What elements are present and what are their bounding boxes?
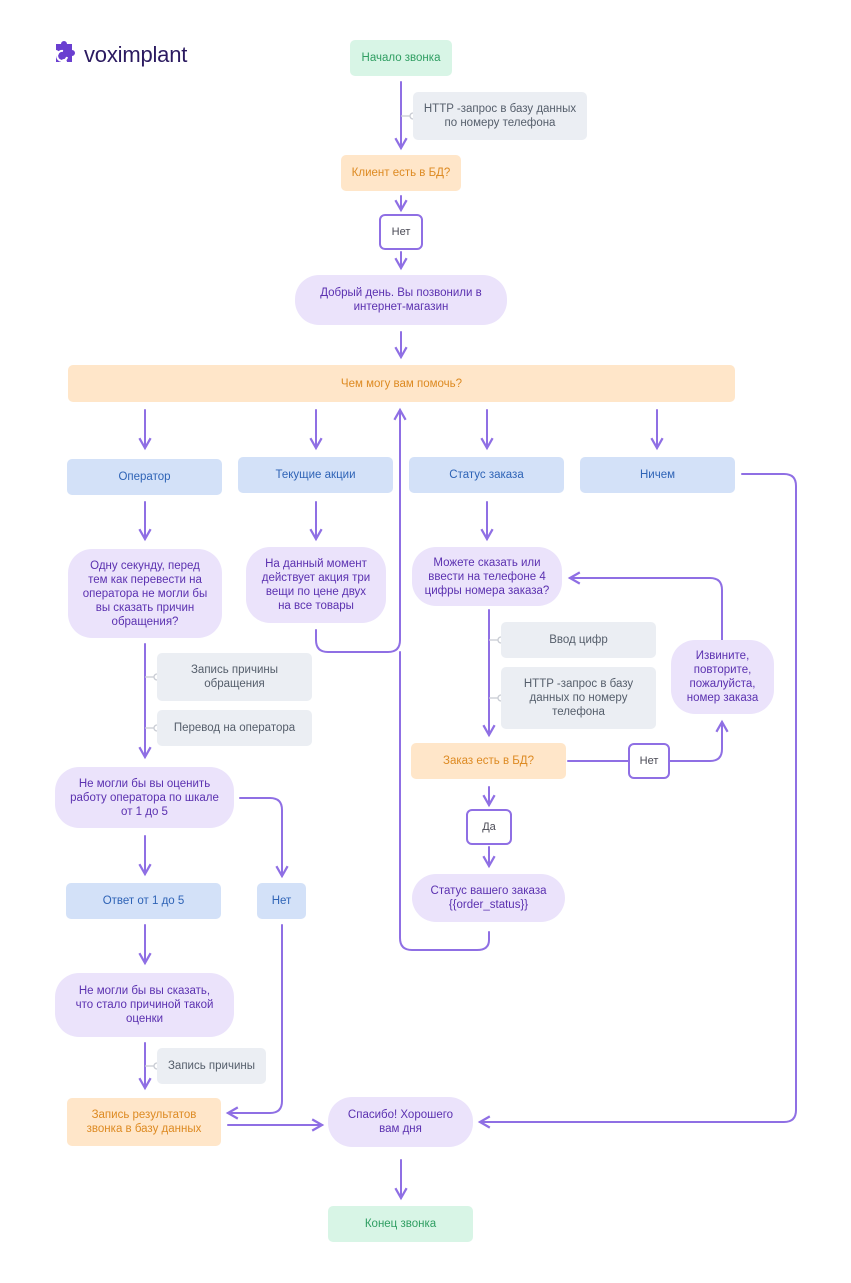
- no-label-2: Нет: [628, 743, 670, 779]
- no-answer: Нет: [257, 883, 306, 919]
- brand-name: voximplant: [84, 42, 188, 67]
- arrow-nothing-to-thanks: [477, 473, 797, 1129]
- say-digits-speech: Можете сказать или ввести на телефоне 4 …: [412, 547, 562, 606]
- voximplant-logo: voximplant: [50, 40, 187, 70]
- your-status-speech: Статус вашего заказа {{order_status}}: [412, 874, 565, 922]
- record-results-action: Запись результатов звонка в базу данных: [67, 1098, 221, 1146]
- transfer-operator-action: Перевод на оператора: [157, 710, 312, 746]
- rate-operator-speech: Не могли бы вы оценить работу оператора …: [55, 767, 234, 828]
- nothing-answer: Ничем: [580, 457, 735, 493]
- one-second-speech: Одну секунду, перед тем как перевести на…: [68, 549, 222, 638]
- greeting-speech: Добрый день. Вы позвонили в интернет-маг…: [295, 275, 507, 325]
- arrow-no-to-sorry: [669, 719, 729, 762]
- arrow-status-loop-back: [399, 651, 490, 951]
- why-rating-speech: Не могли бы вы сказать, что стало причин…: [55, 973, 234, 1037]
- yes-label: Да: [466, 809, 512, 845]
- arrow-no-to-record: [225, 924, 283, 1120]
- puzzle-logo-icon: [56, 41, 75, 62]
- http-phone-request: HTTP -запрос в базу данных по номеру тел…: [413, 92, 587, 140]
- order-in-db-condition: Заказ есть в БД?: [411, 743, 566, 779]
- answer-1-to-5: Ответ от 1 до 5: [66, 883, 221, 919]
- digits-input-action: Ввод цифр: [501, 622, 656, 658]
- promo-now-speech: На данный момент действует акция три вещ…: [246, 547, 386, 623]
- no-label-1: Нет: [379, 214, 423, 250]
- arrow-rate-to-no: [239, 797, 289, 879]
- record-reason-action: Запись причины обращения: [157, 653, 312, 701]
- thanks-speech: Спасибо! Хорошего вам дня: [328, 1097, 473, 1147]
- how-can-help-question: Чем могу вам помочь?: [68, 365, 735, 402]
- client-in-db-condition: Клиент есть в БД?: [341, 155, 461, 191]
- http-order-request: HTTP -запрос в базу данных по номеру тел…: [501, 667, 656, 729]
- order-status-answer: Статус заказа: [409, 457, 564, 493]
- end-node: Конец звонка: [328, 1206, 473, 1242]
- operator-answer: Оператор: [67, 459, 222, 495]
- sorry-repeat-speech: Извините, повторите, пожалуйста, номер з…: [671, 640, 774, 714]
- arrow-promo-loop-back: [315, 407, 407, 653]
- promos-answer: Текущие акции: [238, 457, 393, 493]
- arrow-sorry-to-digits: [567, 571, 723, 645]
- record-cause-action: Запись причины: [157, 1048, 266, 1084]
- start-node: Начало звонка: [350, 40, 452, 76]
